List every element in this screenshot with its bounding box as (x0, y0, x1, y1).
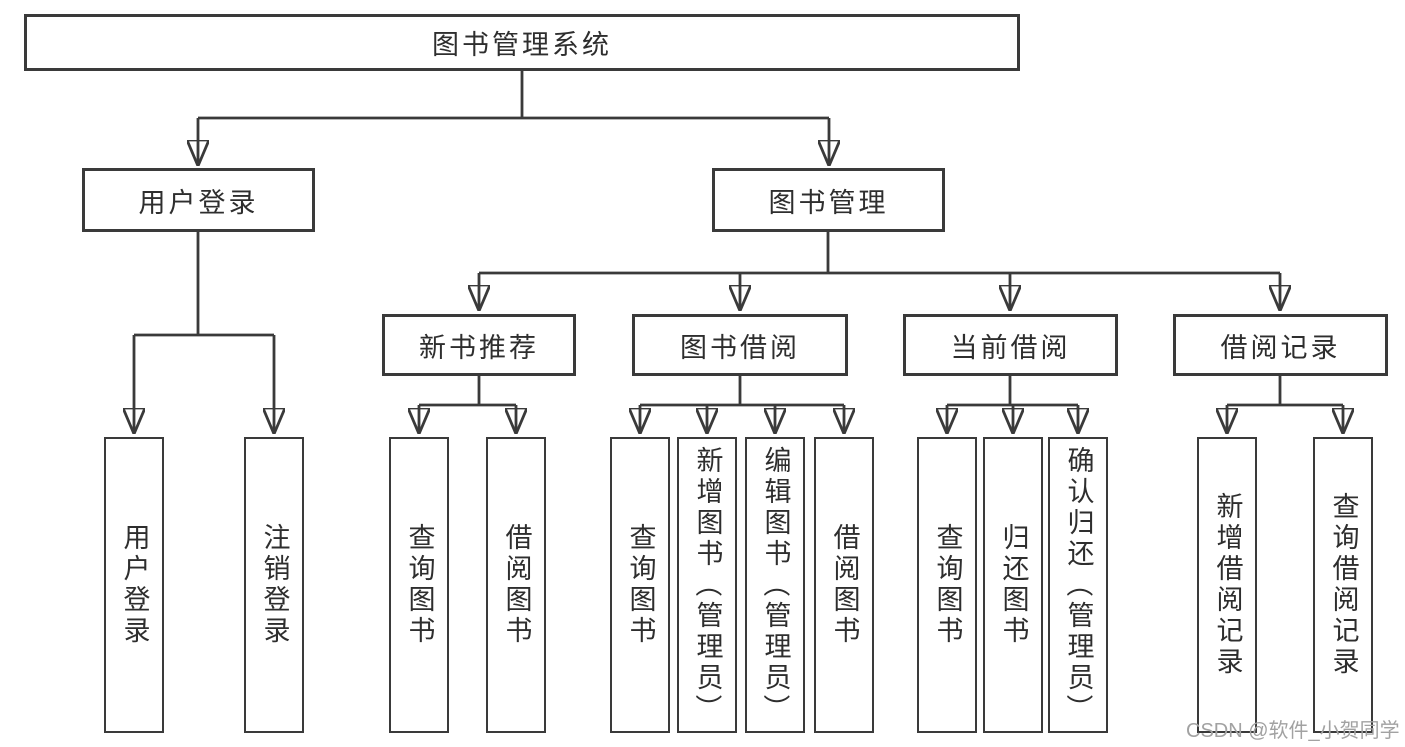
node-label: 图书管理系统 (432, 30, 612, 60)
node-label: 借阅图书 (501, 523, 532, 647)
node-new-book-recommendation: 新书推荐 (382, 314, 576, 376)
leaf-edit-book-admin: 编辑图书（管理员） (745, 437, 805, 733)
leaf-user-login: 用户登录 (104, 437, 164, 733)
node-borrowing-records: 借阅记录 (1173, 314, 1388, 376)
node-book-management: 图书管理 (712, 168, 945, 232)
node-label: 编辑图书（管理员） (760, 445, 791, 725)
leaf-confirm-return-admin: 确认归还（管理员） (1048, 437, 1108, 733)
leaf-add-book-admin: 新增图书（管理员） (677, 437, 737, 733)
node-label: 注销登录 (259, 523, 290, 647)
node-label: 图书借阅 (680, 332, 800, 363)
node-book-borrowing: 图书借阅 (632, 314, 848, 376)
node-label: 借阅图书 (829, 523, 860, 647)
node-label: 借阅记录 (1220, 332, 1341, 363)
node-label: 确认归还（管理员） (1063, 445, 1094, 725)
leaf-return-books: 归还图书 (983, 437, 1043, 733)
node-label: 查询借阅记录 (1328, 492, 1359, 678)
leaf-add-borrow-record: 新增借阅记录 (1197, 437, 1257, 733)
node-label: 用户登录 (138, 187, 259, 218)
node-label: 查询图书 (625, 523, 656, 647)
leaf-borrow-books-recommend: 借阅图书 (486, 437, 546, 733)
leaf-query-books-borrow: 查询图书 (610, 437, 670, 733)
node-label: 新增借阅记录 (1212, 492, 1243, 678)
node-user-login: 用户登录 (82, 168, 315, 232)
node-label: 归还图书 (998, 523, 1029, 647)
leaf-query-borrow-record: 查询借阅记录 (1313, 437, 1373, 733)
node-label: 新增图书（管理员） (692, 445, 723, 725)
node-label: 查询图书 (932, 523, 963, 647)
node-current-borrowing: 当前借阅 (903, 314, 1118, 376)
node-library-management-system: 图书管理系统 (24, 14, 1020, 71)
node-label: 查询图书 (404, 523, 435, 647)
csdn-watermark: CSDN @软件_小贺同学 (1186, 720, 1400, 742)
leaf-logout: 注销登录 (244, 437, 304, 733)
leaf-query-books-recommend: 查询图书 (389, 437, 449, 733)
leaf-query-books-current: 查询图书 (917, 437, 977, 733)
leaf-borrow-books: 借阅图书 (814, 437, 874, 733)
node-label: 用户登录 (119, 523, 150, 647)
node-label: 当前借阅 (950, 332, 1071, 363)
node-label: 新书推荐 (419, 332, 539, 363)
node-label: 图书管理 (768, 187, 889, 218)
